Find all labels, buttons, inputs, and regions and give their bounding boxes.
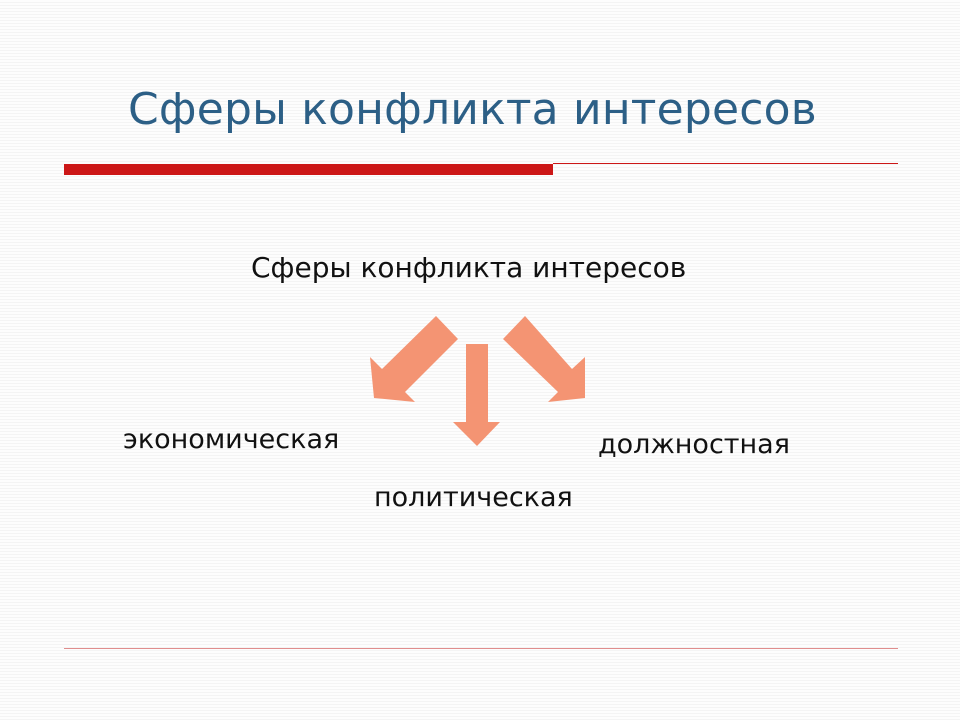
slide-title: Сферы конфликта интересов <box>128 84 817 135</box>
sphere-official-label: должностная <box>598 429 790 460</box>
diagram-heading: Сферы конфликта интересов <box>251 251 687 284</box>
sphere-economic-label: экономическая <box>123 424 340 455</box>
arrow-left-down <box>370 316 458 402</box>
title-thin-rule <box>553 163 898 164</box>
arrow-down <box>453 344 500 446</box>
sphere-political-label: политическая <box>374 482 573 513</box>
arrow-right-down <box>503 316 585 402</box>
footer-rule <box>64 648 898 649</box>
title-accent-rule <box>64 164 553 175</box>
